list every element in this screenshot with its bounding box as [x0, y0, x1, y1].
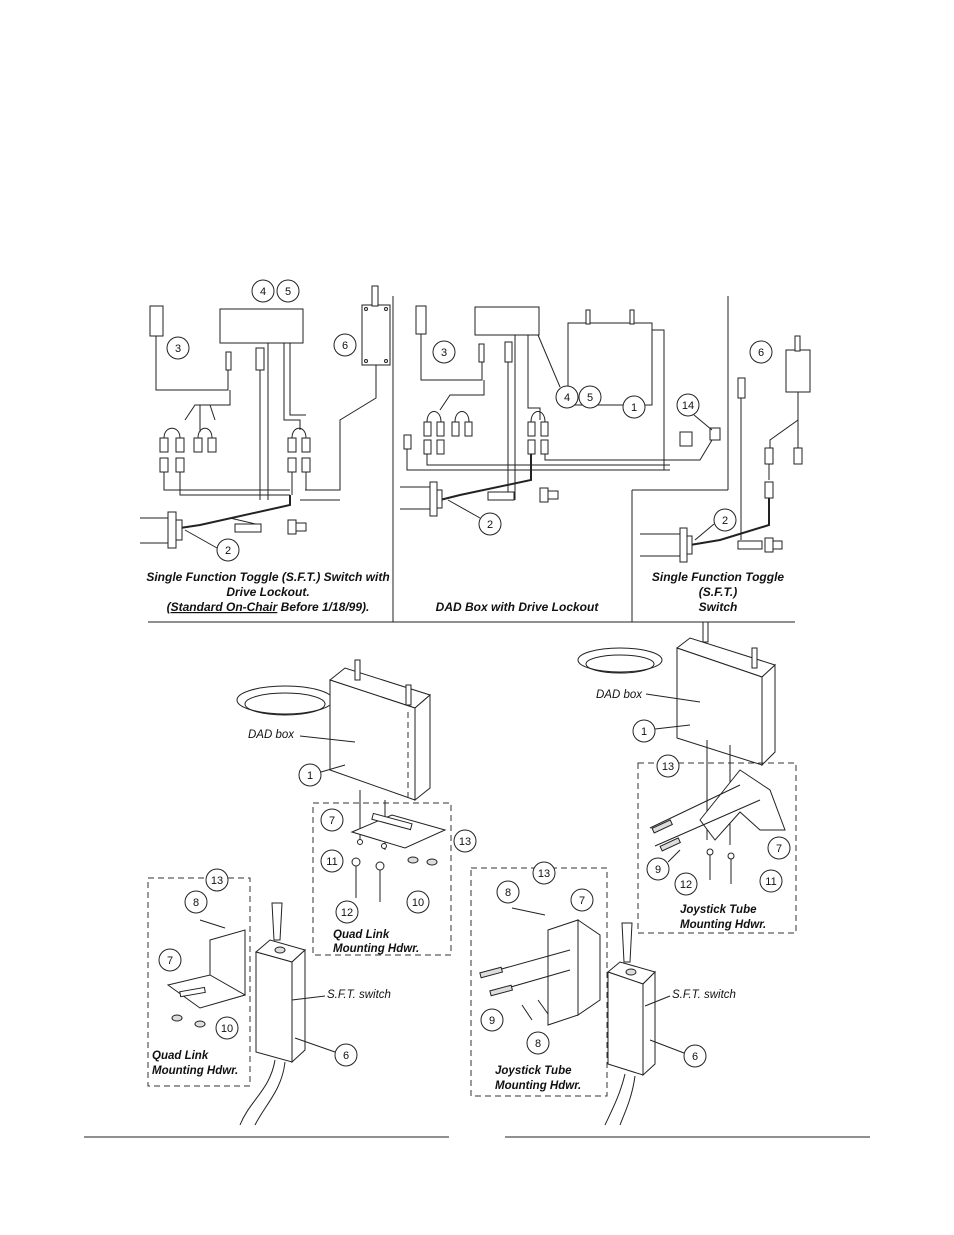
wiring-panels: 3 4 5 6 2 3 4 5 1 14 2 6 2 Single Functi… — [140, 279, 811, 623]
callout-5: 5 — [285, 286, 291, 298]
callout-1-left: 1 — [307, 770, 313, 782]
label-dad-box-right: DAD box — [596, 689, 643, 701]
assembly-joystick-tube: DAD box 1 13 7 9 12 11 Joystick Tube Mou… — [470, 621, 797, 1126]
callout-8-left: 8 — [193, 897, 199, 909]
caption-sft-lockout-line3: (Standard On-Chair Before 1/18/99). — [167, 600, 370, 614]
connector-cluster-p2-left — [403, 411, 670, 471]
callout-3-p2: 3 — [441, 347, 447, 359]
label-joystick-top-line2: Mounting Hdwr. — [680, 919, 766, 931]
label-sft-switch-right: S.F.T. switch — [672, 989, 736, 1001]
callout-2: 2 — [225, 545, 231, 557]
callout-6: 6 — [342, 340, 348, 352]
connector-cluster-left — [159, 427, 290, 496]
label-joystick-left-line2: Mounting Hdwr. — [495, 1080, 581, 1092]
callout-13-left: 13 — [211, 875, 223, 887]
callout-8-right-top: 8 — [505, 887, 511, 899]
callout-12-left: 12 — [341, 907, 353, 919]
caption-sft-switch-line1: Single Function Toggle — [652, 570, 785, 584]
callout-12-right: 12 — [680, 879, 692, 891]
label-quad-link-top-line2: Mounting Hdwr. — [333, 943, 419, 955]
label-quad-link-top-line1: Quad Link — [333, 929, 390, 941]
caption-dad-lockout: DAD Box with Drive Lockout — [436, 600, 600, 614]
callout-11-right: 11 — [765, 876, 776, 888]
callout-13-right: 13 — [538, 868, 550, 880]
callout-9-right: 9 — [489, 1015, 495, 1027]
callout-5-p2: 5 — [587, 392, 593, 404]
callout-7-left-top: 7 — [329, 815, 335, 827]
sft-switch-left — [239, 902, 306, 1126]
callout-6-right: 6 — [692, 1051, 698, 1063]
part-2-plug — [167, 511, 177, 549]
part-14-connector — [679, 431, 693, 447]
quad-link-hdwr-box-top — [312, 802, 452, 956]
callout-13-right-top: 13 — [662, 761, 674, 773]
label-sft-switch-left: S.F.T. switch — [327, 989, 391, 1001]
panel-sft-lockout — [140, 285, 391, 549]
caption-sft-switch-line3: Switch — [699, 600, 738, 614]
caption-sft-switch-line2: (S.F.T.) — [699, 585, 737, 599]
label-joystick-top-line1: Joystick Tube — [680, 904, 757, 916]
label-quad-link-left-line1: Quad Link — [152, 1050, 209, 1062]
connector-cluster-p2-right — [527, 411, 713, 461]
panel-sft-switch — [640, 335, 811, 563]
callout-1-right: 1 — [641, 726, 647, 738]
joystick-tube-hdwr-box-left — [470, 867, 608, 1097]
part-3-connector — [149, 305, 164, 337]
label-dad-box-left: DAD box — [248, 729, 295, 741]
callout-7-right-top: 7 — [776, 843, 782, 855]
callout-7-right: 7 — [579, 895, 585, 907]
callout-1-p2: 1 — [631, 402, 637, 414]
joystick-tube-hdwr-box-top — [637, 762, 797, 934]
callouts-top: 3 4 5 6 2 3 4 5 1 14 2 6 2 — [166, 279, 773, 562]
callout-9-right-top: 9 — [655, 864, 661, 876]
part-4-5-module-p2 — [474, 306, 540, 336]
caption-sft-lockout-line2: Drive Lockout. — [226, 585, 309, 599]
connector-cluster-right — [287, 427, 311, 495]
callout-3: 3 — [175, 343, 181, 355]
callout-2-p2: 2 — [487, 519, 493, 531]
callout-6-left: 6 — [343, 1050, 349, 1062]
part-4-5-module — [219, 308, 304, 344]
callout-4-p2: 4 — [564, 392, 570, 404]
callout-14: 14 — [682, 400, 694, 412]
label-quad-link-left-line2: Mounting Hdwr. — [152, 1065, 238, 1077]
label-joystick-left-line1: Joystick Tube — [495, 1065, 572, 1077]
part-6-sft-box-p3 — [785, 349, 811, 393]
assembly-quad-link: DAD box 1 7 13 11 12 10 Quad Link Mounti… — [147, 659, 477, 1126]
callout-13-left-top: 13 — [459, 836, 471, 848]
callout-2-p3: 2 — [722, 515, 728, 527]
callout-8-right: 8 — [535, 1038, 541, 1050]
caption-sft-lockout-line1: Single Function Toggle (S.F.T.) Switch w… — [146, 570, 389, 584]
sft-switch-right — [604, 922, 656, 1126]
callout-10-left: 10 — [221, 1023, 233, 1035]
callout-7-left: 7 — [167, 955, 173, 967]
callout-11-left: 11 — [326, 856, 337, 868]
callout-10-left-top: 10 — [412, 897, 424, 909]
callout-6-p3: 6 — [758, 347, 764, 359]
part-6-sft-box — [361, 304, 391, 366]
callout-4: 4 — [260, 286, 266, 298]
part-3-connector-p2 — [415, 305, 427, 335]
panel-dad-lockout — [400, 305, 721, 517]
quad-link-hdwr-box-left — [147, 877, 251, 1087]
